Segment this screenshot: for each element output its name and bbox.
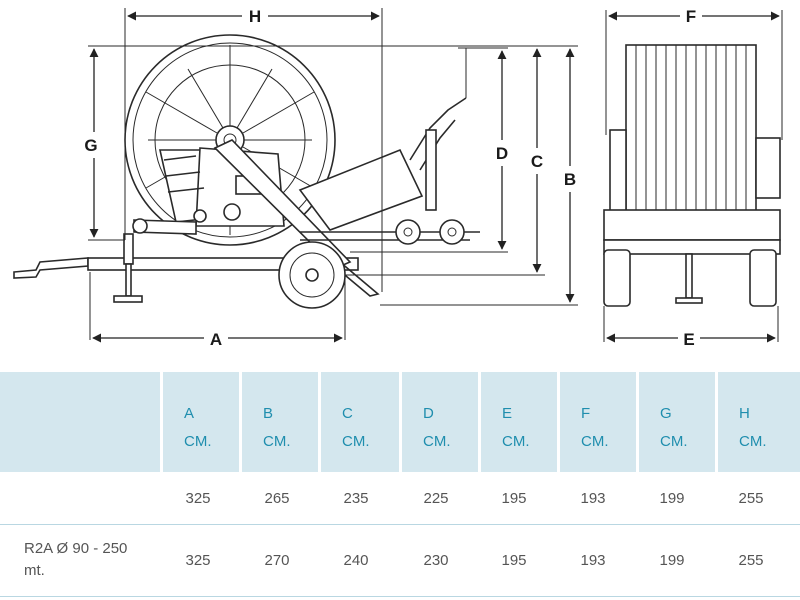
header-letter: C xyxy=(342,405,353,422)
rear-view xyxy=(603,44,781,307)
header-unit: CM. xyxy=(581,433,609,450)
technical-drawing: H G A D C B F E xyxy=(13,7,783,349)
header-cell-g: G CM. xyxy=(639,372,715,472)
model-name: R2A Ø 90 - 250 mt. xyxy=(24,540,128,579)
value-cell: 193 xyxy=(580,551,606,569)
value-cell: 270 xyxy=(264,551,290,569)
value-cell: 240 xyxy=(343,551,369,569)
header-letter: B xyxy=(263,405,274,422)
header-letter: G xyxy=(660,405,672,422)
value-cell: 325 xyxy=(185,551,211,569)
value-cell: 195 xyxy=(501,489,527,507)
label-c: C xyxy=(531,152,543,171)
label-d: D xyxy=(496,144,508,163)
dimension-lines xyxy=(88,8,783,343)
header-unit: CM. xyxy=(502,433,530,450)
header-unit: CM. xyxy=(739,433,767,450)
value-cell: 199 xyxy=(659,551,685,569)
label-a: A xyxy=(210,330,222,349)
header-cell-b: B CM. xyxy=(242,372,318,472)
header-unit: CM. xyxy=(184,433,212,450)
table-row: 325 265 235 225 195 193 199 255 xyxy=(0,472,800,525)
model-name xyxy=(24,472,144,524)
header-unit: CM. xyxy=(342,433,370,450)
value-cell: 193 xyxy=(580,489,606,507)
header-letter: F xyxy=(581,405,591,422)
header-cell-a: A CM. xyxy=(163,372,239,472)
value-cell: 325 xyxy=(185,489,211,507)
table-row: R2A Ø 90 - 250 mt. 325 270 240 230 195 1… xyxy=(0,524,800,597)
header-letter: H xyxy=(739,405,750,422)
header-unit: CM. xyxy=(263,433,291,450)
table-header-row: A CM. B CM. C CM. D CM. E CM. F CM. G CM. H CM. xyxy=(0,372,800,472)
header-cell-h: H CM. xyxy=(718,372,800,472)
header-letter: D xyxy=(423,405,434,422)
header-unit: CM. xyxy=(423,433,451,450)
header-cell-c: C CM. xyxy=(321,372,399,472)
header-letter: E xyxy=(502,405,513,422)
label-e: E xyxy=(683,330,694,349)
header-cell-d: D CM. xyxy=(402,372,478,472)
header-cell-f: F CM. xyxy=(560,372,636,472)
header-cell-blank xyxy=(0,372,160,472)
value-cell: 199 xyxy=(659,489,685,507)
side-view xyxy=(13,34,480,309)
value-cell: 255 xyxy=(738,489,764,507)
label-h: H xyxy=(249,7,261,26)
header-cell-e: E CM. xyxy=(481,372,557,472)
value-cell: 230 xyxy=(423,551,449,569)
label-b: B xyxy=(564,170,576,189)
header-unit: CM. xyxy=(660,433,688,450)
value-cell: 225 xyxy=(423,489,449,507)
header-letter: A xyxy=(184,405,195,422)
value-cell: 195 xyxy=(501,551,527,569)
value-cell: 255 xyxy=(738,551,764,569)
value-cell: 265 xyxy=(264,489,290,507)
label-g: G xyxy=(84,136,97,155)
label-f: F xyxy=(686,7,696,26)
value-cell: 235 xyxy=(343,489,369,507)
